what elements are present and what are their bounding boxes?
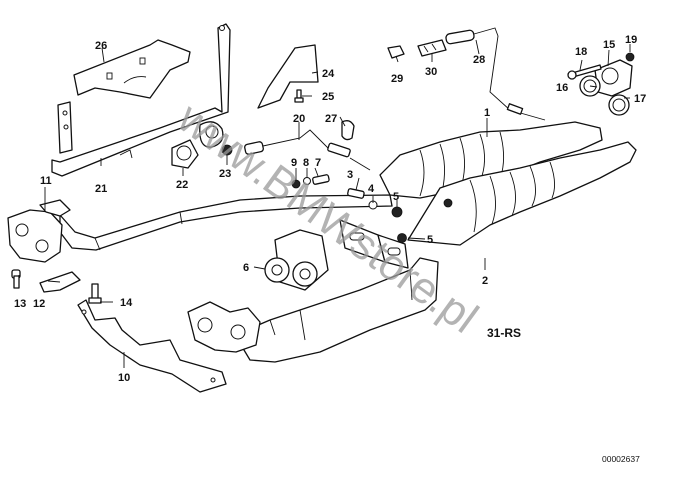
part-20-oxygen-sensor[interactable] <box>244 129 371 171</box>
leader-lines <box>18 39 631 368</box>
part-5-nut-lower[interactable] <box>397 233 407 243</box>
callout-20[interactable]: 20 <box>293 113 305 125</box>
callout-28[interactable]: 28 <box>473 54 485 66</box>
callout-21[interactable]: 21 <box>95 183 107 195</box>
part-24-holder[interactable] <box>257 44 319 109</box>
front-pipe-lower <box>234 257 439 363</box>
callout-15[interactable]: 15 <box>603 39 615 51</box>
part-5-nut-upper[interactable] <box>391 206 403 218</box>
part-25-screw[interactable] <box>294 89 304 103</box>
part-10-bracket[interactable] <box>77 299 227 393</box>
callout-8[interactable]: 8 <box>303 157 309 169</box>
callout-1[interactable]: 1 <box>484 107 490 119</box>
callout-11[interactable]: 11 <box>40 175 52 187</box>
part-11-clamp[interactable] <box>7 199 71 263</box>
callout-10[interactable]: 10 <box>118 372 130 384</box>
callout-13[interactable]: 13 <box>14 298 26 310</box>
callout-14[interactable]: 14 <box>120 297 133 309</box>
pipe-flange-plates <box>339 219 409 269</box>
part-2-catalytic-converter[interactable] <box>407 141 637 246</box>
part-26-heat-shield[interactable] <box>73 39 191 99</box>
part-29-clip[interactable] <box>387 45 405 59</box>
callout-23[interactable]: 23 <box>219 168 231 180</box>
callout-5-lower[interactable]: 5 <box>427 234 433 246</box>
part-1-catalytic-converter[interactable] <box>379 121 603 199</box>
callout-5-upper[interactable]: 5 <box>393 191 399 203</box>
callout-29[interactable]: 29 <box>391 73 403 85</box>
part-28-temperature-sensor[interactable] <box>445 27 546 121</box>
callout-labels: 1 2 3 4 5 5 6 7 8 9 10 11 12 13 14 15 16… <box>14 34 646 384</box>
part-7-bolt[interactable] <box>312 174 330 185</box>
part-14-bolt[interactable] <box>88 283 102 304</box>
part-3-bolt[interactable] <box>347 188 365 199</box>
part-15-flange[interactable] <box>594 59 633 97</box>
callout-27[interactable]: 27 <box>325 113 337 125</box>
callout-3[interactable]: 3 <box>347 169 353 181</box>
callout-22[interactable]: 22 <box>176 179 188 191</box>
callout-2[interactable]: 2 <box>482 275 488 287</box>
callout-30[interactable]: 30 <box>425 66 437 78</box>
part-21-bracket[interactable] <box>51 23 231 177</box>
front-pipe-upper <box>59 194 393 251</box>
callout-6[interactable]: 6 <box>243 262 249 274</box>
group-code: 31-RS <box>487 326 521 340</box>
callout-16[interactable]: 16 <box>556 82 568 94</box>
callout-12[interactable]: 12 <box>33 298 45 310</box>
part-30-holder[interactable] <box>417 39 447 57</box>
callout-18[interactable]: 18 <box>575 46 587 58</box>
part-6-rubber-mount[interactable] <box>264 229 329 291</box>
reference-number: 00002637 <box>602 454 640 464</box>
lower-manifold-flange <box>187 301 261 353</box>
callout-25[interactable]: 25 <box>322 91 334 103</box>
callout-24[interactable]: 24 <box>322 68 335 80</box>
callout-17[interactable]: 17 <box>634 93 646 105</box>
part-17-gasket-ring[interactable] <box>608 94 630 116</box>
part-13-bolt[interactable] <box>11 269 21 289</box>
callout-19[interactable]: 19 <box>625 34 637 46</box>
part-19-nut[interactable] <box>625 52 635 62</box>
callout-9[interactable]: 9 <box>291 157 297 169</box>
callout-26[interactable]: 26 <box>95 40 107 52</box>
part-18-bolt[interactable] <box>567 64 602 80</box>
callout-4[interactable]: 4 <box>368 183 375 195</box>
callout-7[interactable]: 7 <box>315 157 321 169</box>
part-22-sealing-ring[interactable] <box>171 121 224 169</box>
